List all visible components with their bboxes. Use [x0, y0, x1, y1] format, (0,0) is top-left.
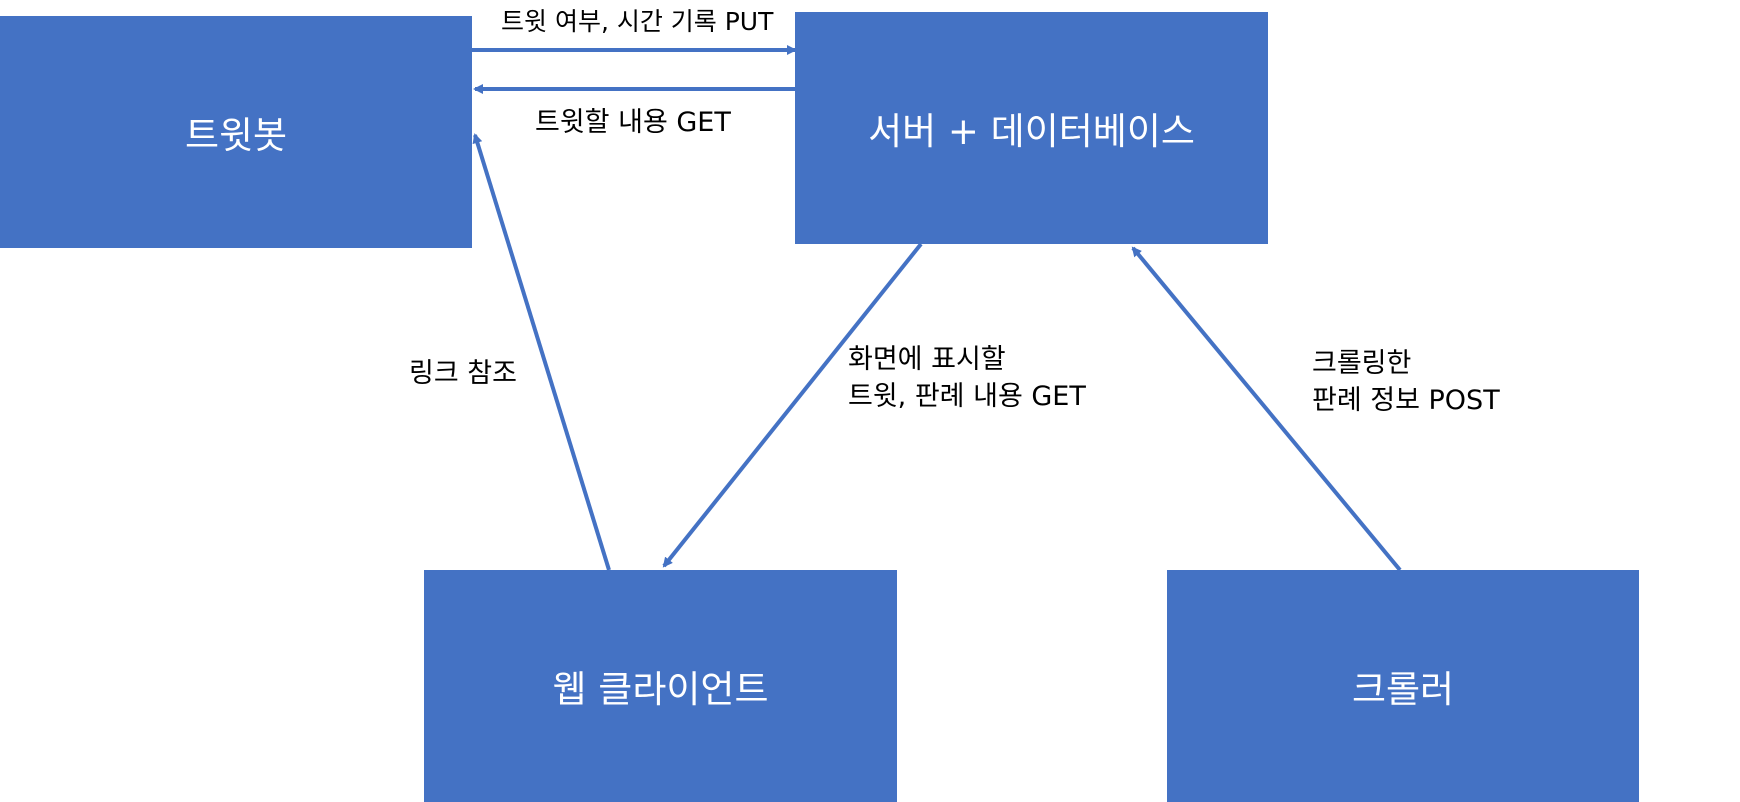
tweetbot-box: 트윗봇 [0, 16, 472, 248]
edge-label-crawl-post: 크롤링한 판례 정보 POST [1312, 345, 1500, 419]
edge-label-crawl-post-line-2: 판례 정보 POST [1312, 385, 1500, 416]
edge-label-link-ref: 링크 참조 [409, 358, 517, 389]
arrow-crawler-to-server [1131, 246, 1402, 572]
edge-label-crawl-post-line-1: 크롤링한 [1312, 348, 1412, 379]
arrow-server-to-webclient [662, 242, 923, 568]
crawler-label: 크롤러 [1351, 668, 1455, 711]
tweetbot-label: 트윗봇 [184, 114, 288, 157]
edge-label-display-get-line-1: 화면에 표시할 [848, 344, 1006, 375]
server-database-label: 서버 + 데이터베이스 [868, 110, 1195, 153]
web-client-label: 웹 클라이언트 [552, 668, 769, 711]
arrow-webclient-to-tweetbot [472, 133, 611, 571]
edge-label-display-get: 화면에 표시할 트윗, 판례 내용 GET [848, 341, 1086, 415]
crawler-box: 크롤러 [1167, 570, 1639, 802]
edge-label-display-get-line-2: 트윗, 판례 내용 GET [848, 381, 1086, 412]
server-database-box: 서버 + 데이터베이스 [795, 12, 1268, 244]
edge-label-get-tweet: 트윗할 내용 GET [535, 107, 731, 138]
web-client-box: 웹 클라이언트 [424, 570, 897, 802]
edge-label-put-record: 트윗 여부, 시간 기록 PUT [501, 7, 774, 36]
